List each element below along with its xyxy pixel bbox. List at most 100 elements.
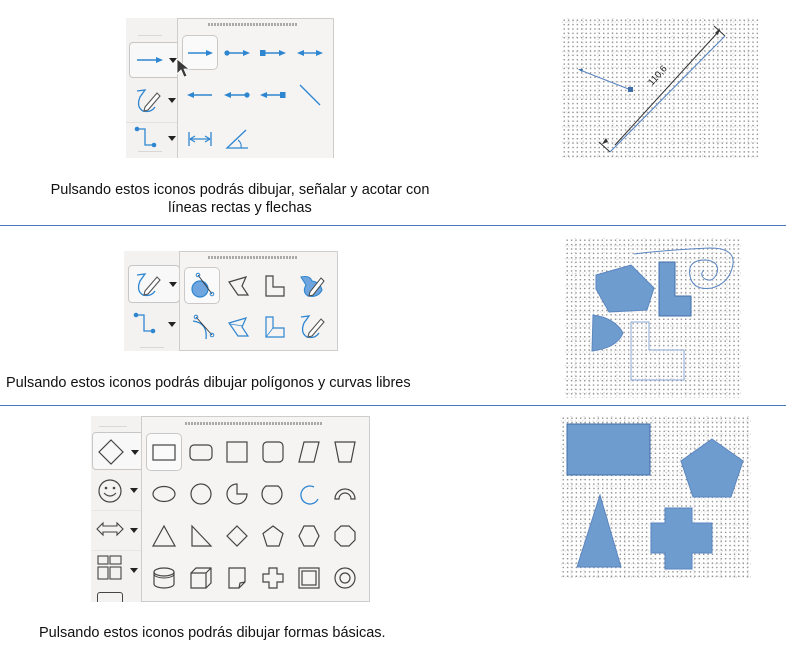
pentagon-button[interactable] <box>256 517 290 555</box>
frame-button[interactable] <box>292 559 326 597</box>
curve-button[interactable] <box>184 308 220 345</box>
smiley-icon <box>98 479 122 503</box>
freeform-line-button[interactable] <box>294 308 330 345</box>
line-square-arrow-button[interactable] <box>256 35 290 70</box>
basic-shapes-tool-button[interactable] <box>92 432 144 470</box>
dimension-line-button[interactable] <box>182 121 218 156</box>
ellipse-button[interactable] <box>146 475 182 513</box>
chevron-down-icon[interactable] <box>169 58 177 63</box>
hexagon-button[interactable] <box>292 517 326 555</box>
folded-corner-button[interactable] <box>220 559 254 597</box>
line-starts-with-arrow-button[interactable] <box>182 77 218 112</box>
square-button[interactable] <box>220 433 254 471</box>
ring-icon <box>334 567 356 589</box>
rectangle-button[interactable] <box>146 433 182 471</box>
freeform-line-icon <box>300 314 325 338</box>
chevron-down-icon[interactable] <box>130 568 138 573</box>
line-arrow-square-button[interactable] <box>256 77 290 112</box>
chevron-down-icon[interactable] <box>131 450 139 455</box>
spiral-freeform <box>633 247 734 289</box>
line-arrow-tool-button[interactable] <box>129 42 181 78</box>
freeform-tool-button[interactable] <box>129 82 181 120</box>
ring-button[interactable] <box>328 559 362 597</box>
flowchart-tool-button[interactable] <box>92 551 144 589</box>
palette-drag-handle[interactable] <box>208 23 298 26</box>
connector-tool-button[interactable] <box>128 305 180 343</box>
rectangle-icon <box>152 444 176 461</box>
chevron-down-icon[interactable] <box>168 98 176 103</box>
frame-icon <box>298 567 320 589</box>
square-rounded-button[interactable] <box>256 433 290 471</box>
connector-tool-button[interactable] <box>129 118 181 156</box>
filled-polygon-shape <box>595 264 655 313</box>
lines-caption-line1: Pulsando estos iconos podrás dibujar, se… <box>50 182 430 198</box>
line-plain-button[interactable] <box>292 77 328 112</box>
polygon-45-filled-button[interactable] <box>258 308 292 345</box>
flowchart-icon <box>97 555 122 580</box>
trapezoid-button[interactable] <box>328 433 362 471</box>
chevron-down-icon[interactable] <box>168 136 176 141</box>
octagon-button[interactable] <box>328 517 362 555</box>
block-arc-diagonal-button[interactable] <box>256 475 290 513</box>
freeform-filled-button[interactable] <box>294 267 330 304</box>
hexagon-icon <box>298 525 320 547</box>
isosceles-triangle-button[interactable] <box>146 517 182 555</box>
freeform-tool-button[interactable] <box>128 265 180 303</box>
symbol-shapes-tool-button[interactable] <box>92 471 144 509</box>
polygon-45-button[interactable] <box>258 267 292 304</box>
filled-cross-shape <box>650 507 713 570</box>
cube-button[interactable] <box>184 559 218 597</box>
line-arrows-both-button[interactable] <box>292 35 328 70</box>
lines-caption-line2: líneas rectas y flechas <box>168 200 312 216</box>
chevron-down-icon[interactable] <box>130 528 138 533</box>
palette-drag-handle[interactable] <box>185 422 323 425</box>
line-arrow-circle-button[interactable] <box>220 77 254 112</box>
square-icon <box>226 441 248 463</box>
cylinder-button[interactable] <box>146 559 182 597</box>
toolbar-side-column <box>126 18 181 158</box>
rounded-square-icon <box>262 441 284 463</box>
shapes-palette-popup <box>141 416 370 602</box>
polygon-icon <box>228 275 250 296</box>
section-divider <box>0 405 786 406</box>
polygon-button[interactable] <box>222 267 256 304</box>
polygon-45-icon <box>265 274 285 297</box>
parallelogram-icon <box>298 441 320 463</box>
block-arc-button[interactable] <box>328 475 362 513</box>
line-starts-with-arrow-icon <box>187 91 212 98</box>
lines-caption: Pulsando estos iconos podrás dibujar, se… <box>20 181 460 217</box>
line-arrow-circle-icon <box>224 91 250 98</box>
line-circle-arrow-button[interactable] <box>220 35 254 70</box>
line-ends-with-arrow-icon <box>188 49 213 56</box>
line-arrows-both-icon <box>297 49 323 56</box>
angle-measure-icon <box>225 129 248 149</box>
callout-tool-button[interactable] <box>97 592 123 602</box>
chevron-down-icon[interactable] <box>168 322 176 327</box>
dimension-line-icon <box>188 131 212 146</box>
circle-button[interactable] <box>184 475 218 513</box>
block-arrows-tool-button[interactable] <box>92 511 144 549</box>
curve-filled-button[interactable] <box>184 267 220 304</box>
curve-icon <box>192 314 215 339</box>
polygons-palette-popup <box>179 251 338 351</box>
line-ends-with-arrow-button[interactable] <box>182 35 218 70</box>
right-triangle-button[interactable] <box>184 517 218 555</box>
polygons-toolbar <box>124 251 338 351</box>
line-circle-arrow-icon <box>224 49 250 56</box>
cross-button[interactable] <box>256 559 290 597</box>
ellipse-icon <box>152 485 176 503</box>
parallelogram-button[interactable] <box>292 433 326 471</box>
chevron-down-icon[interactable] <box>130 488 138 493</box>
polygon-filled-button[interactable] <box>222 308 256 345</box>
circle-pie-button[interactable] <box>220 475 254 513</box>
chevron-down-icon[interactable] <box>169 282 177 287</box>
arc-button[interactable] <box>292 475 326 513</box>
rectangle-rounded-button[interactable] <box>184 433 218 471</box>
angle-measure-button[interactable] <box>220 121 254 156</box>
arrow-line-shape <box>578 69 633 92</box>
polygons-preview-canvas <box>565 238 741 398</box>
diamond-button[interactable] <box>220 517 254 555</box>
dimension-line-shape: 110,6 <box>598 25 726 153</box>
triangle-icon <box>151 524 177 547</box>
palette-drag-handle[interactable] <box>208 256 298 259</box>
